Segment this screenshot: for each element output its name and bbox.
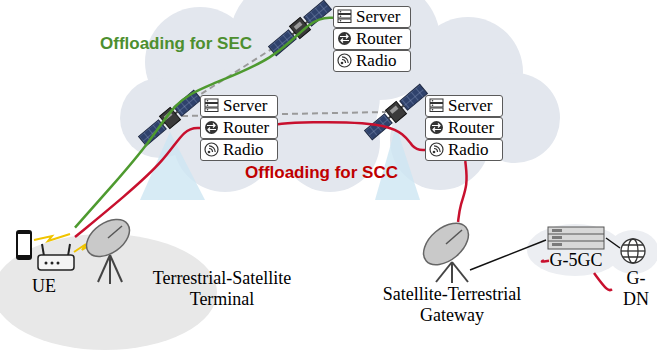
node-text: UE bbox=[32, 276, 56, 297]
gateway-dish bbox=[416, 215, 476, 283]
dn-node: G-DN bbox=[612, 232, 657, 312]
node-text: Router bbox=[448, 118, 494, 137]
stack-row-box: Router bbox=[333, 28, 411, 50]
wired-link bbox=[606, 238, 620, 248]
node-text: Radio bbox=[356, 51, 397, 70]
router-icon bbox=[337, 31, 352, 46]
server-icon bbox=[337, 9, 352, 24]
terminal-node: Terrestrial-Satellite Terminal bbox=[125, 268, 319, 312]
globe-icon bbox=[621, 239, 645, 263]
flow-label: Offloading for SCC bbox=[245, 163, 398, 183]
server-icon bbox=[204, 98, 219, 113]
satellite bbox=[137, 89, 202, 148]
stack-row-box: Router bbox=[425, 117, 503, 139]
offload-path bbox=[458, 161, 467, 222]
stack-row-box: Radio bbox=[200, 139, 278, 161]
node-text: Terrestrial-Satellite Terminal bbox=[127, 268, 317, 310]
node-text: Radio bbox=[223, 140, 264, 159]
offload-path bbox=[594, 273, 612, 290]
node-text: G-DN bbox=[614, 268, 657, 310]
node-text: Radio bbox=[448, 140, 489, 159]
dn-cloud bbox=[607, 230, 657, 274]
stack-row-box: Radio bbox=[333, 50, 411, 72]
phone-icon bbox=[16, 230, 32, 260]
radio-icon bbox=[204, 142, 219, 157]
node-text: G-5GC bbox=[550, 250, 603, 271]
node-text: Server bbox=[356, 7, 400, 26]
radio-icon bbox=[337, 53, 352, 68]
node-text: Server bbox=[448, 96, 492, 115]
offload-path bbox=[75, 128, 200, 237]
ue-node: UE bbox=[13, 226, 75, 299]
gateway-node: Satellite-Terrestrial Gateway bbox=[355, 222, 549, 328]
stack-row-box: Server bbox=[200, 95, 278, 117]
stack-row-box: Router bbox=[200, 117, 278, 139]
server-icon bbox=[429, 98, 444, 113]
offload-path bbox=[542, 261, 549, 262]
satellite bbox=[363, 83, 428, 142]
stack-row-box: Radio bbox=[425, 139, 503, 161]
node-text: Router bbox=[356, 29, 402, 48]
stack-row-box: Server bbox=[425, 95, 503, 117]
radio-icon bbox=[429, 142, 444, 157]
router-icon bbox=[204, 120, 219, 135]
core-node: G-5GC bbox=[544, 224, 608, 273]
wired-link bbox=[470, 240, 546, 270]
radio-link bbox=[34, 234, 70, 241]
node-text: Router bbox=[223, 118, 269, 137]
stack-row-box: Server bbox=[333, 6, 411, 28]
satellite bbox=[267, 0, 332, 57]
router-device bbox=[38, 244, 74, 270]
flow-label: Offloading for SEC bbox=[100, 34, 252, 54]
terminal-dish bbox=[80, 212, 137, 284]
server-rack bbox=[548, 227, 604, 249]
router-icon bbox=[429, 120, 444, 135]
node-text: Server bbox=[223, 96, 267, 115]
offload-path bbox=[278, 122, 425, 150]
node-text: Satellite-Terrestrial Gateway bbox=[357, 284, 547, 326]
